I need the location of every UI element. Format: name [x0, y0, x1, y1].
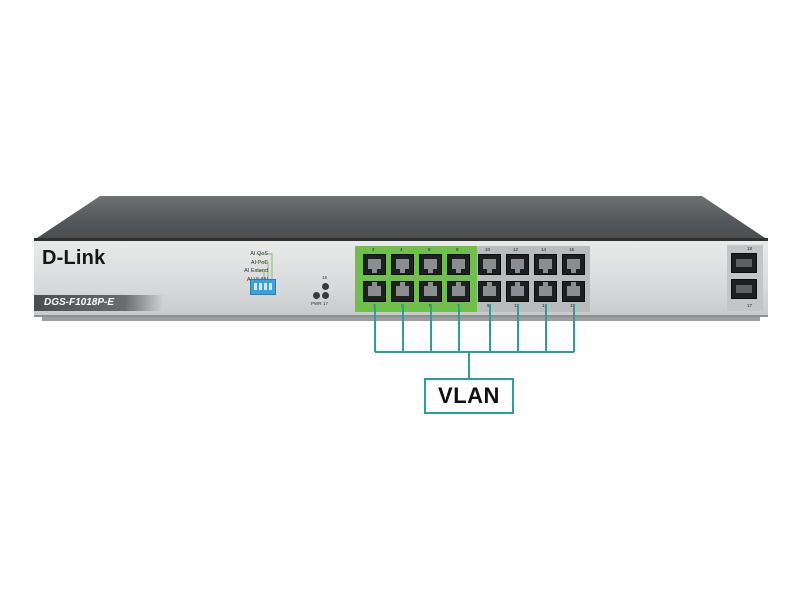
port-9[interactable] — [478, 281, 501, 302]
port-13[interactable] — [534, 281, 557, 302]
port-6[interactable] — [419, 254, 442, 275]
port-8[interactable] — [447, 254, 470, 275]
port-11[interactable] — [506, 281, 529, 302]
dip-label-leaders — [256, 253, 273, 280]
brand-logo: D-Link — [42, 247, 106, 269]
port-number: 13 — [542, 303, 548, 308]
model-strip — [34, 295, 164, 311]
port-14[interactable] — [534, 254, 557, 275]
led-16 — [322, 283, 329, 290]
led-label-17: 17 — [323, 301, 329, 306]
switch-top-edge — [34, 238, 768, 241]
port-10[interactable] — [478, 254, 501, 275]
port-4[interactable] — [391, 254, 414, 275]
switch-bottom-lip — [42, 317, 760, 321]
vlan-label: VLAN — [438, 383, 500, 408]
port-3[interactable] — [391, 281, 414, 302]
switch-top-cover — [34, 196, 768, 240]
port-number: 12 — [513, 247, 519, 252]
port-5[interactable] — [419, 281, 442, 302]
led-17 — [322, 292, 329, 299]
port-number: 4 — [400, 247, 403, 252]
led-label-pwr: PWR — [311, 301, 322, 306]
port-number: 9 — [487, 303, 490, 308]
port-number: 15 — [570, 303, 576, 308]
sfp-label-17: 17 — [747, 303, 753, 308]
vlan-callout: VLAN — [424, 378, 514, 414]
port-7[interactable] — [447, 281, 470, 302]
port-number: 8 — [456, 247, 459, 252]
sfp-block: 18 17 — [727, 245, 763, 311]
sfp-port-17[interactable] — [731, 279, 757, 299]
port-number: 6 — [428, 247, 431, 252]
port-number: 11 — [514, 303, 519, 308]
port-12[interactable] — [506, 254, 529, 275]
port-2[interactable] — [363, 254, 386, 275]
port-1[interactable] — [363, 281, 386, 302]
led-label-16: 16 — [322, 275, 328, 280]
dip-switch[interactable] — [250, 279, 276, 295]
sfp-port-18[interactable] — [731, 253, 757, 273]
port-15[interactable] — [562, 281, 585, 302]
dip-label-poe: AI PoE — [250, 259, 268, 266]
port-number: 14 — [541, 247, 547, 252]
sfp-label-18: 18 — [747, 246, 753, 251]
port-number: 2 — [372, 247, 375, 252]
port-number: 16 — [569, 247, 575, 252]
led-pwr — [313, 292, 320, 299]
port-number: 10 — [485, 247, 491, 252]
switch-front-panel: D-Link DGS-F1018P-E AI QoS AI PoE AI Ext… — [34, 241, 768, 317]
model-label: DGS-F1018P-E — [44, 297, 115, 308]
port-16[interactable] — [562, 254, 585, 275]
